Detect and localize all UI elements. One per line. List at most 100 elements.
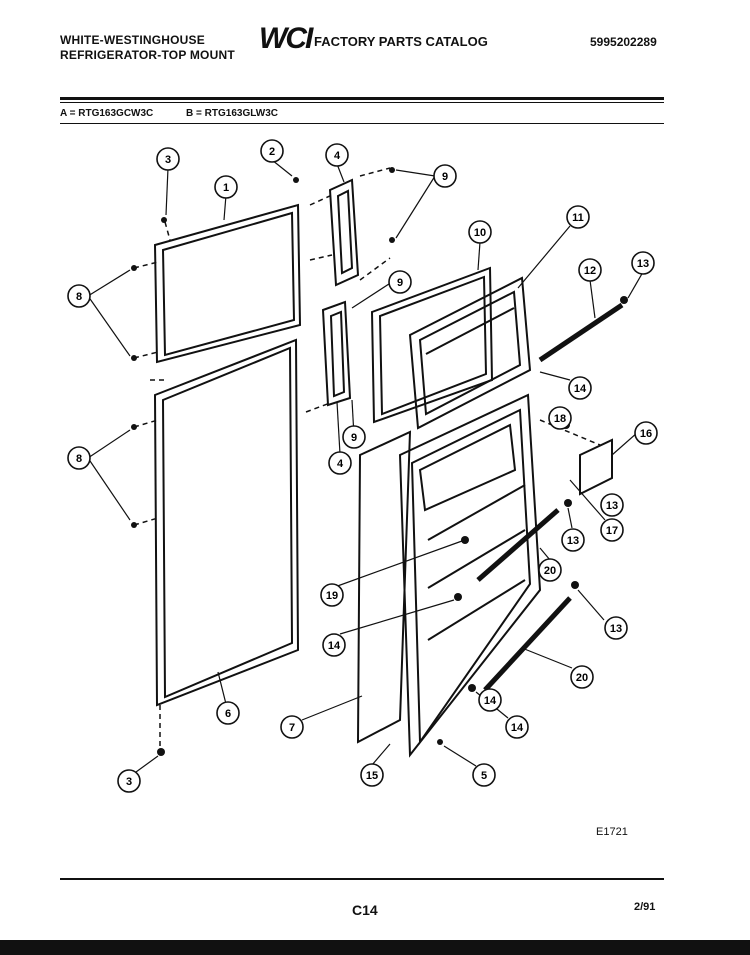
cover	[579, 438, 613, 496]
screw-icon	[461, 536, 469, 544]
callout-9: 9	[342, 425, 366, 449]
leader-line	[395, 169, 436, 177]
model-b: B = RTG163GLW3C	[186, 108, 279, 119]
page-code: C14	[352, 902, 378, 918]
dash-line-7	[164, 221, 171, 241]
callout-circle	[67, 446, 91, 470]
shelf-rail-1	[427, 484, 526, 541]
callout-18: 18	[548, 406, 572, 430]
header-rule-thin	[60, 102, 664, 103]
callout-5: 5	[472, 763, 496, 787]
callout-number: 1	[223, 182, 229, 194]
screw-icon	[571, 581, 579, 589]
leader-line	[339, 599, 455, 635]
wci-logo: WCI	[259, 22, 313, 55]
leader-line	[371, 743, 391, 766]
callout-number: 20	[576, 672, 588, 684]
scan-edge	[0, 940, 750, 955]
leader-line	[165, 167, 169, 216]
callout-7: 7	[280, 715, 304, 739]
freezer-liner-shelf	[425, 307, 515, 355]
leader-line	[217, 671, 227, 705]
screw-icon	[131, 424, 137, 430]
callout-number: 2	[269, 146, 275, 158]
freezer-liner-inner	[418, 290, 522, 416]
leader-line	[87, 429, 131, 459]
callout-number: 8	[76, 291, 82, 303]
callout-circle	[570, 665, 594, 689]
callout-number: 9	[397, 277, 403, 289]
callout-number: 14	[484, 695, 497, 707]
callout-number: 11	[572, 212, 584, 224]
leader-line	[331, 540, 463, 589]
brand-line-2: REFRIGERATOR-TOP MOUNT	[60, 48, 235, 62]
callout-circle	[505, 715, 529, 739]
model-list: A = RTG163GCW3C B = RTG163GLW3C	[60, 108, 308, 119]
callout-3: 3	[117, 769, 141, 793]
callout-15: 15	[360, 763, 384, 787]
leader-line	[395, 175, 436, 239]
callout-14: 14	[478, 688, 502, 712]
callout-8: 8	[67, 284, 91, 308]
callout-circle	[260, 139, 284, 163]
callout-number: 7	[289, 722, 295, 734]
callout-6: 6	[216, 701, 240, 725]
dash-line-9	[309, 254, 333, 261]
callout-circle	[388, 270, 412, 294]
leader-line	[336, 401, 341, 455]
leader-line	[336, 163, 345, 183]
brand-block: WHITE-WESTINGHOUSE REFRIGERATOR-TOP MOUN…	[60, 33, 235, 63]
callout-circle	[214, 175, 238, 199]
callout-1: 1	[214, 175, 238, 199]
model-a: A = RTG163GCW3C	[60, 108, 154, 119]
callout-number: 13	[606, 500, 618, 512]
callout-circle	[600, 518, 624, 542]
callout-11: 11	[566, 205, 590, 229]
upper-handle-grip	[336, 189, 354, 275]
callout-3: 3	[156, 147, 180, 171]
callout-13: 13	[604, 616, 628, 640]
callout-circle	[561, 528, 585, 552]
footer-rule	[60, 878, 664, 880]
callout-circle	[328, 451, 352, 475]
callout-number: 4	[334, 150, 341, 162]
callout-circle	[325, 143, 349, 167]
shelf-rail-3	[427, 579, 526, 641]
leader-line	[611, 431, 639, 456]
dash-line-12	[305, 402, 331, 413]
screw-icon	[564, 499, 572, 507]
rod	[538, 302, 624, 363]
screw-icon	[620, 296, 628, 304]
callout-20: 20	[570, 665, 594, 689]
fresh-food-liner-inner	[410, 408, 532, 746]
callout-13: 13	[631, 251, 655, 275]
shelf-rail-2	[427, 529, 526, 589]
leader-line	[87, 295, 131, 357]
callout-number: 16	[640, 428, 652, 440]
screw-icon	[161, 217, 167, 223]
leader-line	[627, 271, 644, 299]
callout-circle	[156, 147, 180, 171]
dash-line-10	[359, 167, 391, 177]
callout-number: 20	[544, 565, 556, 577]
leader-line	[539, 371, 571, 381]
freezer-door-panel-inner	[378, 275, 488, 416]
callout-number: 5	[481, 770, 487, 782]
leader-line	[569, 479, 606, 521]
leader-line	[351, 281, 393, 309]
fresh-food-door-liner	[398, 393, 542, 758]
screw-icon	[437, 739, 443, 745]
leader-line	[135, 755, 159, 773]
leader-line	[517, 225, 571, 289]
callout-4: 4	[325, 143, 349, 167]
callout-circle	[568, 376, 592, 400]
callout-circle	[216, 701, 240, 725]
brand-line-1: WHITE-WESTINGHOUSE	[60, 33, 205, 47]
callout-number: 6	[225, 708, 231, 720]
trim-strip-upper	[476, 508, 560, 582]
dash-line-4	[133, 517, 159, 526]
model-rule	[60, 123, 664, 124]
callout-number: 9	[351, 432, 357, 444]
callout-number: 10	[474, 227, 486, 239]
callout-number: 14	[511, 722, 524, 734]
